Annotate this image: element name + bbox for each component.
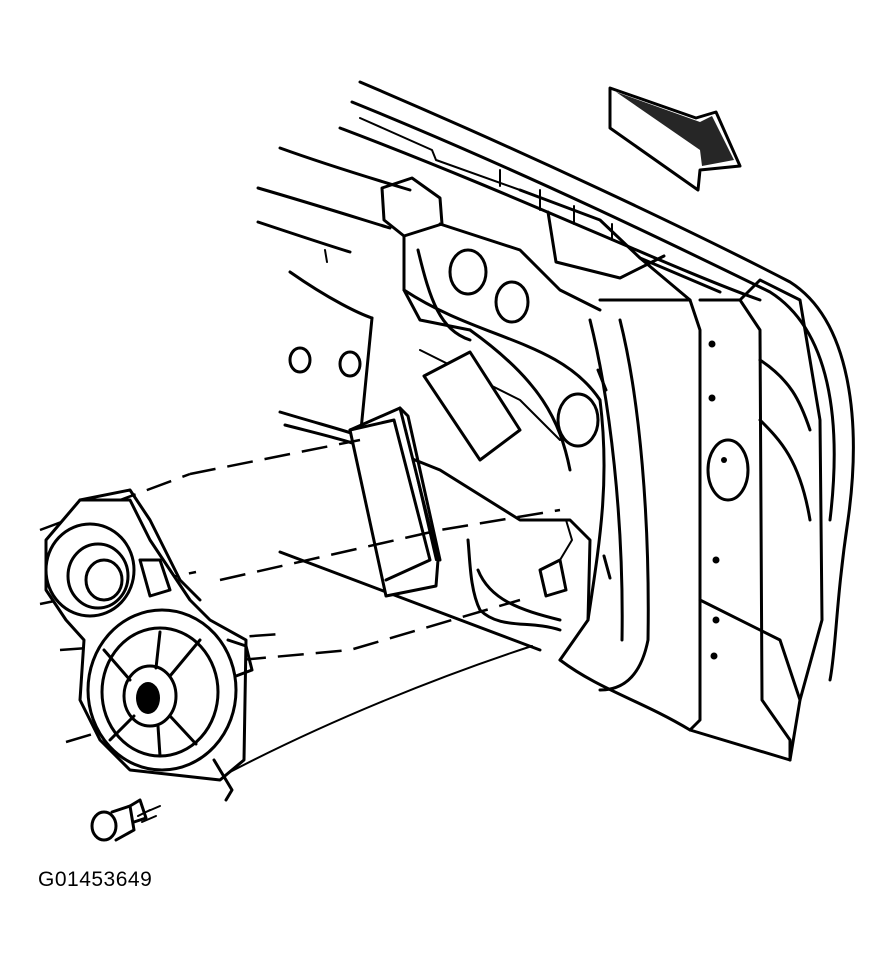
screw-icon	[90, 798, 161, 842]
figure-id-label: G01453649	[38, 868, 153, 891]
door-frame	[256, 80, 855, 762]
module-box	[348, 350, 522, 598]
wire-harness	[466, 519, 573, 632]
direction-arrow-icon	[608, 86, 742, 192]
speaker-icon	[44, 488, 254, 802]
